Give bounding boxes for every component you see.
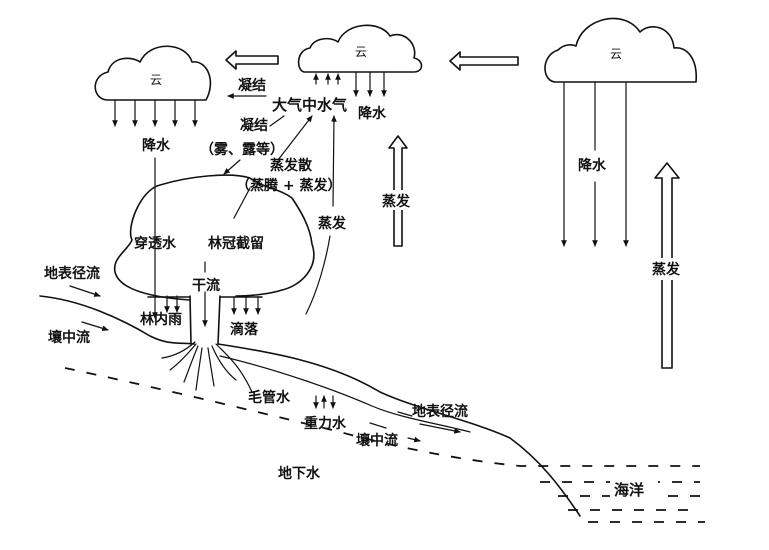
atmospheric-vapor-label: 大气中水气 [272, 96, 347, 114]
drip-arrows [231, 296, 261, 315]
forest-rain-arrows [164, 295, 180, 313]
transpiration-label: 蒸发散 [270, 157, 313, 174]
interflow-right-dash [369, 422, 387, 429]
precip-arrows-middle [353, 71, 387, 97]
stemflow-label: 干流 [192, 277, 220, 294]
tree-roots [161, 341, 253, 393]
cloud-middle: 云 [297, 24, 423, 97]
vapor-up-arrows [313, 73, 341, 85]
surface-runoff-left-arrow [69, 285, 101, 297]
cloud-left-label: 云 [150, 73, 162, 87]
gravity-water-label: 重力水 [304, 415, 347, 432]
cloud-left: 云 [94, 45, 212, 127]
throughfall-label: 穿透水 [134, 235, 177, 252]
precip-middle-label: 降水 [358, 105, 387, 122]
evaporation-forest-label: 蒸发 [318, 215, 347, 232]
evaporation-forest-arrow [305, 235, 331, 315]
condensation-top-label: 凝结 [238, 77, 266, 94]
transpiration-arrow [277, 115, 313, 161]
precip-arrows-left [112, 99, 198, 127]
fog-dew-label: （雾、露等） [200, 141, 284, 158]
runoff-right-dash-1 [397, 411, 413, 417]
soil-line [219, 355, 471, 433]
surface-runoff-right-label: 地表径流 [412, 403, 468, 420]
groundwater-label: 地下水 [278, 465, 321, 482]
tree-trunk: 干流 [147, 261, 263, 345]
advection-arrow-right [449, 51, 519, 71]
forest-rain-label: 林内雨 [140, 311, 182, 328]
precip-right-label: 降水 [578, 157, 607, 174]
canopy-leader [233, 187, 251, 219]
canopy-interception-label: 林冠截留 [208, 235, 264, 252]
evaporation-land-arrow [388, 135, 408, 247]
cloud-middle-label: 云 [355, 45, 367, 59]
fog-dew-arrow [223, 159, 241, 175]
tree-canopy: 穿透水 林冠截留 [113, 174, 315, 301]
surface-runoff-left-label: 地表径流 [44, 265, 100, 282]
precip-left-label: 降水 [142, 137, 171, 154]
interflow-left-label: 壤中流 [48, 329, 90, 346]
ground-surface-right [217, 343, 581, 517]
transpiration-detail-label: （蒸腾 + 蒸发） [236, 177, 341, 194]
surface-runoff-right-arrow [419, 423, 461, 434]
interflow-left-arrow [81, 321, 109, 332]
advection-arrow-left [225, 50, 279, 70]
drip-label: 滴落 [230, 321, 259, 338]
cloud-right: 云 [544, 17, 697, 247]
ground-surface-left [39, 295, 195, 345]
evaporation-forest-arrow-top [331, 115, 337, 207]
condensation-fog-label: 凝结 [240, 117, 268, 134]
evaporation-ocean-label: 蒸发 [652, 261, 681, 278]
cloud-right-label: 云 [610, 47, 622, 61]
gravity-water-arrows [313, 395, 336, 409]
water-table [64, 367, 700, 467]
ocean-label: 海洋 [614, 481, 644, 499]
evaporation-land-label: 蒸发 [382, 193, 411, 210]
condensation-fog-leader [269, 115, 285, 127]
interflow-right-label: 壤中流 [356, 432, 398, 449]
interflow-right-arrow [407, 436, 421, 443]
capillary-water-label: 毛管水 [248, 389, 291, 406]
evaporation-ocean-arrow [654, 162, 680, 369]
precip-arrows-right [561, 81, 629, 247]
